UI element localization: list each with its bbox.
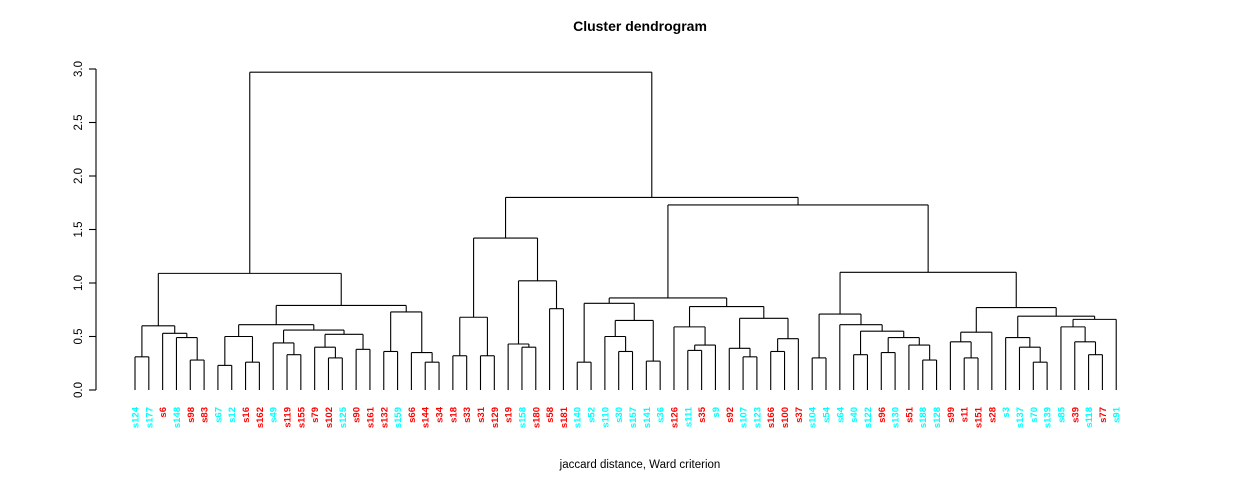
y-axis-tick-label: 3.0 <box>73 61 85 77</box>
leaf-label: s123 <box>752 407 763 428</box>
leaf-label: s85 <box>1056 406 1067 423</box>
leaf-label: s52 <box>587 407 598 423</box>
leaf-label: s77 <box>1098 407 1109 423</box>
chart-title: Cluster dendrogram <box>573 18 707 34</box>
leaf-label: s111 <box>683 406 694 427</box>
leaf-label: s144 <box>421 406 432 428</box>
leaf-label: s40 <box>849 407 860 423</box>
leaf-label: s91 <box>1112 406 1123 423</box>
leaf-label: s79 <box>310 407 321 423</box>
leaf-label: s92 <box>725 407 736 423</box>
leaf-label: s100 <box>780 407 791 428</box>
y-axis-tick-label: 0.5 <box>73 329 85 345</box>
leaf-label: s126 <box>669 407 680 428</box>
leaf-label: s137 <box>1015 407 1026 428</box>
y-axis-tick-label: 2.0 <box>73 168 85 184</box>
leaf-label: s39 <box>1070 407 1081 423</box>
leaf-label: s161 <box>365 406 376 428</box>
leaf-label: s148 <box>172 407 183 428</box>
leaf-label: s151 <box>974 406 985 428</box>
leaf-label: s166 <box>766 407 777 428</box>
leaf-label: s12 <box>227 407 238 423</box>
leaf-label: s188 <box>918 407 929 428</box>
leaf-label: s9 <box>711 407 722 418</box>
leaf-label: s118 <box>1084 407 1095 428</box>
leaf-label: s16 <box>241 407 252 423</box>
leaf-label: s119 <box>283 407 294 428</box>
leaf-label: s129 <box>490 407 501 428</box>
leaf-label: s54 <box>822 406 833 423</box>
y-axis-tick-label: 2.5 <box>73 115 85 131</box>
leaf-label: s99 <box>946 407 957 423</box>
leaf-label: s83 <box>200 407 211 423</box>
leaf-label: s58 <box>545 407 556 423</box>
leaf-label: s36 <box>656 407 667 423</box>
leaf-label: s162 <box>255 407 266 428</box>
leaf-label: s33 <box>462 407 473 423</box>
leaf-label: s155 <box>296 406 307 428</box>
leaf-label: s28 <box>987 407 998 423</box>
leaf-label: s31 <box>476 406 487 423</box>
leaf-label: s139 <box>1043 407 1054 428</box>
leaf-label: s158 <box>517 407 528 428</box>
leaf-label: s3 <box>1001 407 1012 418</box>
leaf-label: s90 <box>352 407 363 423</box>
leaf-label: s66 <box>407 407 418 423</box>
leaf-label: s18 <box>448 407 459 423</box>
y-axis-tick-label: 1.5 <box>73 222 85 238</box>
leaf-label: s107 <box>739 407 750 428</box>
leaf-label: s104 <box>808 406 819 428</box>
leaf-label: s141 <box>642 406 653 428</box>
leaf-label: s49 <box>269 407 280 423</box>
y-axis-tick-label: 1.0 <box>73 275 85 291</box>
leaf-label: s34 <box>435 406 446 423</box>
leaf-label: s159 <box>393 407 404 428</box>
leaf-label: s67 <box>213 407 224 423</box>
x-axis-caption: jaccard distance, Ward criterion <box>559 459 721 471</box>
leaf-label: s122 <box>863 407 874 428</box>
leaf-label: s140 <box>573 407 584 428</box>
leaf-label: s30 <box>614 407 625 423</box>
leaf-label: s180 <box>531 407 542 428</box>
leaf-label: s37 <box>794 407 805 423</box>
leaf-label: s102 <box>324 407 335 428</box>
leaf-label: s128 <box>932 407 943 428</box>
leaf-label: s96 <box>877 407 888 423</box>
leaf-label: s51 <box>904 406 915 423</box>
leaf-label: s157 <box>628 407 639 428</box>
leaf-label: s130 <box>891 407 902 428</box>
leaf-label: s98 <box>186 407 197 423</box>
leaf-label: s70 <box>1029 407 1040 423</box>
leaf-label: s132 <box>379 407 390 428</box>
leaf-label: s11 <box>960 406 971 422</box>
leaf-label: s181 <box>559 406 570 428</box>
leaf-label: s35 <box>697 406 708 423</box>
leaf-label: s124 <box>131 406 142 428</box>
leaf-label: s64 <box>835 406 846 423</box>
leaf-label: s177 <box>144 407 155 428</box>
leaf-label: s19 <box>504 407 515 423</box>
leaf-label: s110 <box>600 407 611 428</box>
y-axis-tick-label: 0.0 <box>73 382 85 398</box>
leaf-label: s125 <box>338 406 349 428</box>
leaf-label: s6 <box>158 407 169 418</box>
